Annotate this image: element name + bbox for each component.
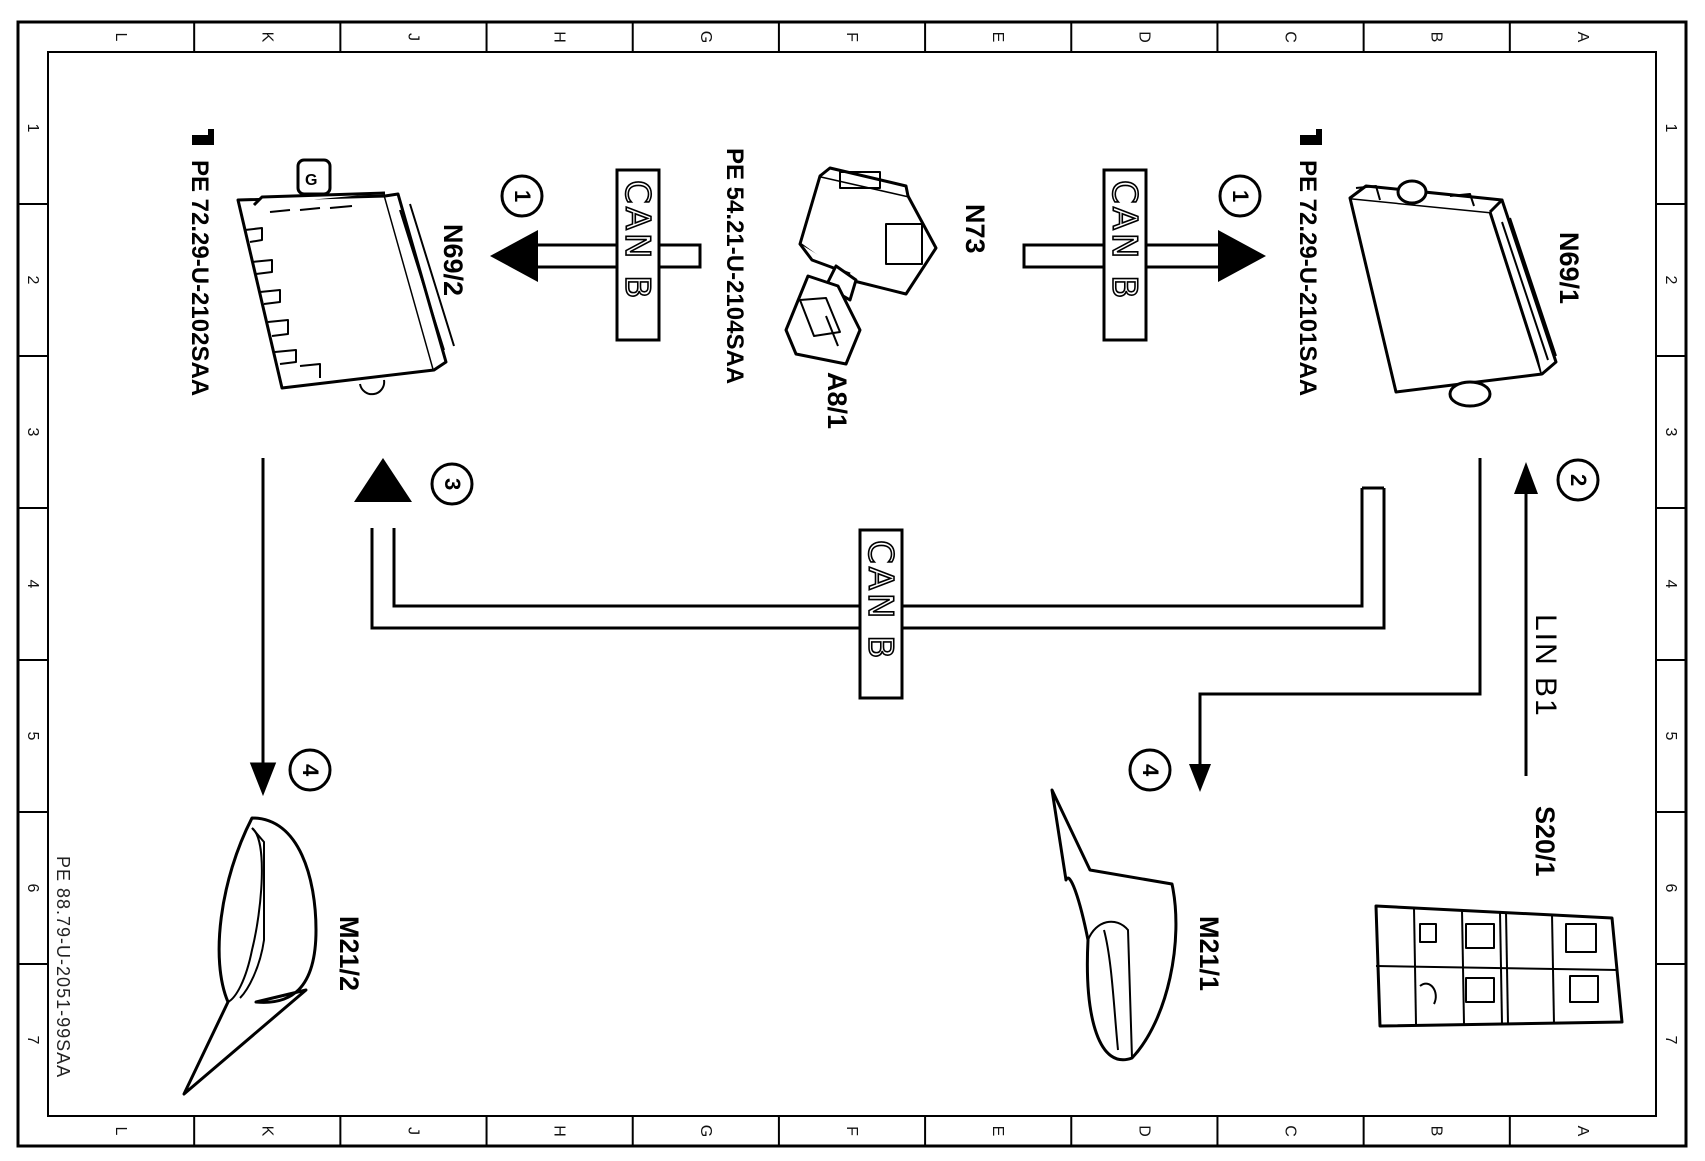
n69-2-label: N69/2 <box>438 224 468 296</box>
svg-text:2: 2 <box>1566 474 1591 486</box>
signal-line-right <box>1189 458 1482 792</box>
can-b-label-right: CAN B <box>1104 180 1144 302</box>
can-b-arrow-right <box>1022 168 1266 342</box>
document-reference: PE 88.79-U-2051-99SAA <box>53 856 73 1078</box>
s20-1-switch-panel-icon <box>1374 904 1624 1028</box>
svg-text:G: G <box>305 172 317 189</box>
can-b-bus-bottom <box>354 458 1386 700</box>
n69-1-ref: PE 72.29-U-2101SAA <box>1294 160 1321 396</box>
grid-column-label: B <box>1428 32 1445 43</box>
grid-column-label: D <box>1135 31 1152 43</box>
grid-row-label: 5 <box>24 732 41 741</box>
grid-row-label: 4 <box>24 580 41 589</box>
svg-text:1: 1 <box>1228 190 1253 202</box>
grid-column-label: G <box>697 1125 714 1137</box>
m21-2-mirror-icon <box>182 816 318 1096</box>
n69-1-module-icon <box>1348 179 1558 408</box>
marker-1-left: 1 <box>500 174 544 218</box>
n69-1-label: N69/1 <box>1554 232 1584 304</box>
svg-text:4: 4 <box>1138 764 1163 777</box>
can-b-label-left: CAN B <box>617 180 657 302</box>
grid-column-label: K <box>258 1126 275 1137</box>
grid-column-label: J <box>404 33 421 41</box>
grid-ticks <box>18 22 1686 1146</box>
n73-label: N73 <box>960 204 990 254</box>
grid-column-label: L <box>112 1127 129 1136</box>
a8-1-label: A8/1 <box>822 372 852 429</box>
grid-column-label: A <box>1574 1126 1591 1137</box>
signal-line-left <box>249 458 277 797</box>
m21-1-mirror-icon <box>1050 788 1178 1062</box>
can-b-label-bottom: CAN B <box>860 540 900 662</box>
lin-b1-label: LIN B1 <box>1529 614 1562 718</box>
svg-text:3: 3 <box>440 478 465 490</box>
grid-row-label: 6 <box>1662 884 1679 893</box>
grid-column-label: C <box>1282 1125 1299 1137</box>
n73-ref: PE 54.21-U-2104SAA <box>721 148 748 384</box>
grid-row-label: 7 <box>1662 1036 1679 1045</box>
grid-row-label: 2 <box>24 276 41 285</box>
grid-column-label: F <box>843 1126 860 1136</box>
grid-column-label: B <box>1428 1126 1445 1137</box>
grid-row-label: 1 <box>1662 124 1679 133</box>
svg-text:4: 4 <box>298 764 323 777</box>
grid-column-label: L <box>112 33 129 42</box>
grid-column-label: E <box>989 1126 1006 1137</box>
n69-1-pointer-icon <box>1300 129 1322 145</box>
grid-column-label: E <box>989 32 1006 43</box>
grid-column-label: F <box>843 32 860 42</box>
grid-column-label: G <box>697 31 714 43</box>
grid-column-label: C <box>1282 31 1299 43</box>
grid-column-label: K <box>258 32 275 43</box>
marker-1-right: 1 <box>1218 174 1262 218</box>
m21-2-label: M21/2 <box>334 916 364 991</box>
grid-row-label: 6 <box>24 884 41 893</box>
n73-ignition-switch-icon <box>784 166 938 366</box>
marker-4-right: 4 <box>1128 748 1172 792</box>
marker-4-left: 4 <box>288 748 332 792</box>
grid-column-label: D <box>1135 1125 1152 1137</box>
n69-2-ref: PE 72.29-U-2102SAA <box>186 160 213 396</box>
marker-2: 2 <box>1556 458 1600 502</box>
grid-row-label: 1 <box>24 124 41 133</box>
lin-b1-line <box>1514 462 1538 776</box>
drawing-frame <box>16 20 1688 1148</box>
grid-labels: L L K K J J H H G G F F E E D D C C B B A A 1 1 2 2 3 3 4 4 5 5 6 6 7 7 <box>24 31 1679 1137</box>
n69-2-pointer-icon <box>192 129 214 145</box>
can-b-arrow-left <box>490 168 702 342</box>
svg-text:1: 1 <box>510 190 535 202</box>
s20-1-label: S20/1 <box>1530 806 1560 877</box>
m21-1-label: M21/1 <box>1194 916 1224 991</box>
grid-column-label: A <box>1574 32 1591 43</box>
n69-2-module-icon: G <box>236 158 455 396</box>
grid-row-label: 5 <box>1662 732 1679 741</box>
grid-column-label: H <box>551 1125 568 1137</box>
grid-row-label: 3 <box>24 428 41 437</box>
grid-row-label: 7 <box>24 1036 41 1045</box>
grid-column-label: J <box>404 1127 421 1135</box>
grid-row-label: 2 <box>1662 276 1679 285</box>
grid-row-label: 3 <box>1662 428 1679 437</box>
grid-column-label: H <box>551 31 568 43</box>
marker-3: 3 <box>430 462 474 506</box>
grid-row-label: 4 <box>1662 580 1679 589</box>
